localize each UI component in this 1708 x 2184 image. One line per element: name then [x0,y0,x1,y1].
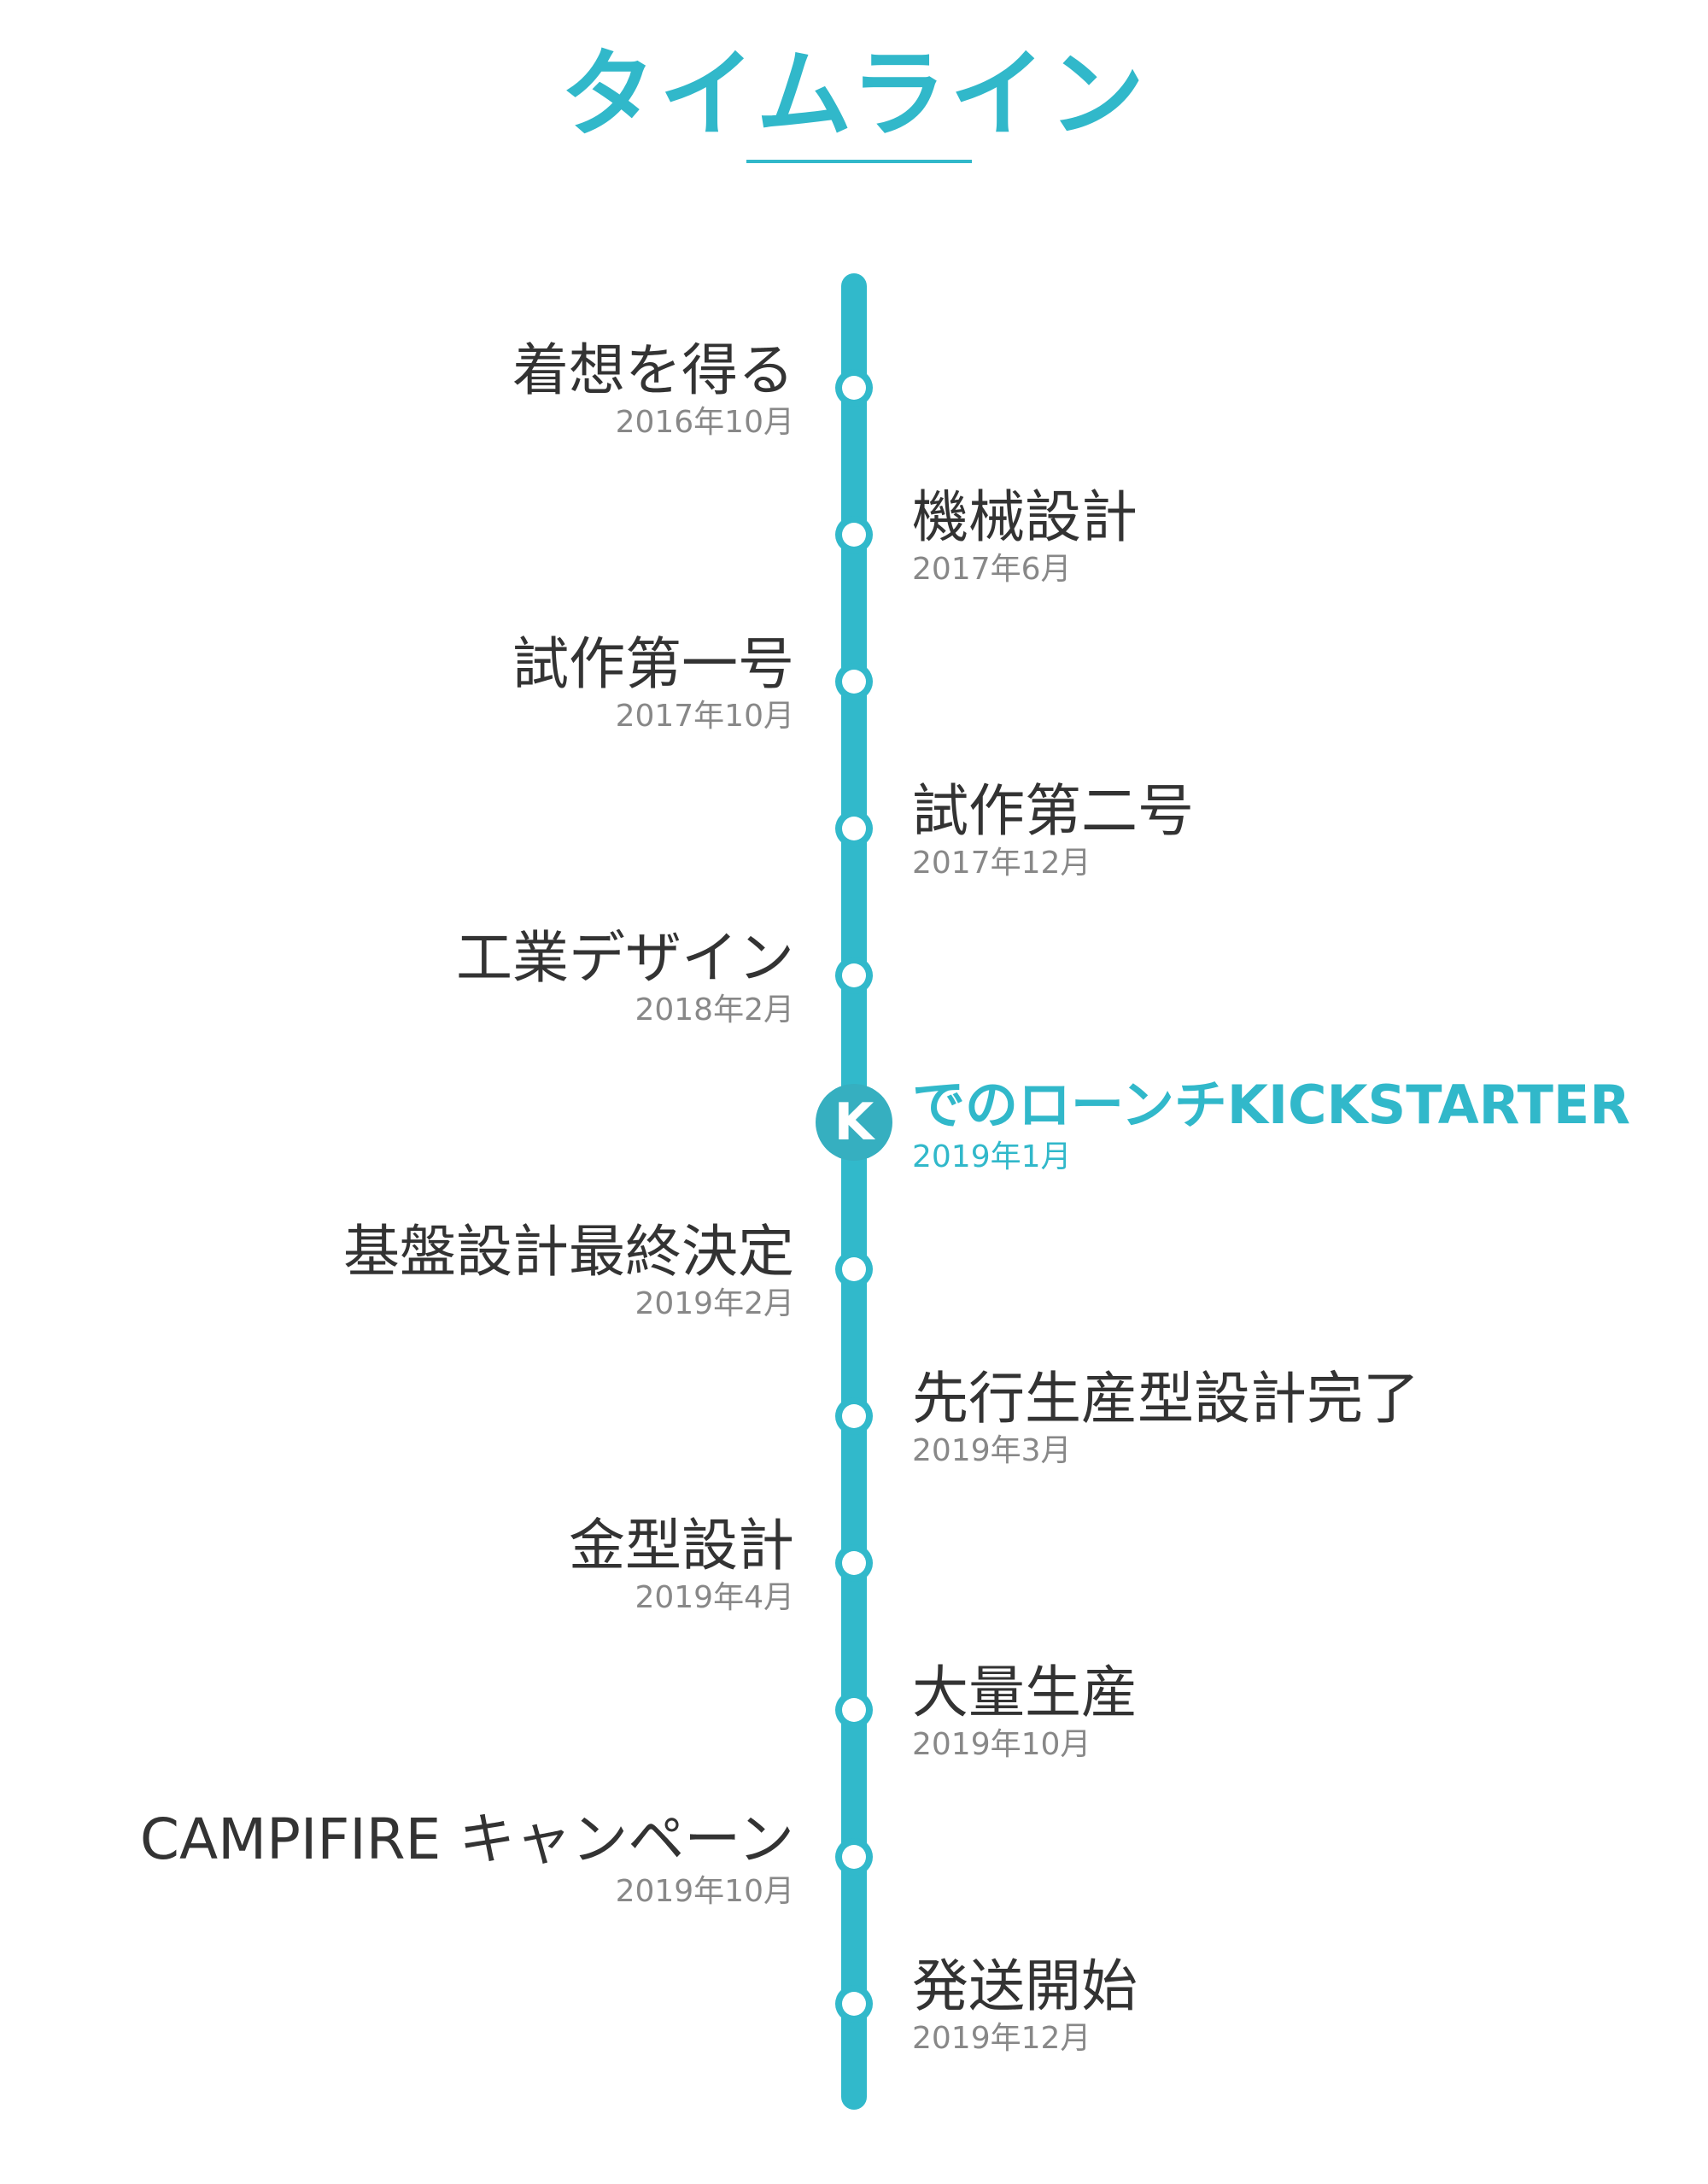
timeline-node [835,1691,873,1729]
node-dot [842,1551,866,1575]
event-date: 2017年12月 [912,846,1091,881]
event-label: 先行生産型設計完了 [912,1366,1419,1432]
event-date: 2017年6月 [912,552,1072,587]
timeline-node [835,957,873,994]
event-label: 試作第二号 [912,778,1194,844]
event-label: でのローンチKICKSTARTER [912,1074,1631,1136]
timeline-node [835,1838,873,1876]
timeline-axis [841,273,867,2110]
node-dot [842,376,866,400]
timeline-node [835,1397,873,1435]
timeline-node [835,369,873,407]
timeline-node [835,663,873,700]
event-date: 2019年12月 [912,2021,1091,2056]
event-date: 2018年2月 [635,992,794,1028]
timeline-node [835,1985,873,2023]
event-date: 2019年4月 [635,1580,794,1615]
kickstarter-node: K [816,1084,892,1161]
event-date: 2019年1月 [912,1139,1072,1174]
event-label: 機械設計 [912,484,1138,550]
timeline-node [835,1250,873,1288]
event-label: 基盤設計最終決定 [343,1219,794,1285]
node-dot [842,1404,866,1428]
event-label: 着想を得る [512,337,794,403]
event-date: 2019年10月 [912,1727,1091,1762]
event-date: 2016年10月 [615,405,794,440]
event-label: CAMPIFIRE キャンペーン [139,1806,794,1872]
event-date: 2019年3月 [912,1433,1072,1468]
node-dot [842,963,866,987]
title-underline [746,160,972,163]
kickstarter-icon: K [834,1092,874,1152]
page-title: タイムライン [559,39,1149,150]
event-date: 2019年10月 [615,1874,794,1909]
event-label: 試作第一号 [512,631,794,697]
node-dot [842,670,866,694]
timeline-node [835,1544,873,1582]
event-date: 2017年10月 [615,699,794,734]
event-label: 工業デザイン [456,925,794,991]
node-dot [842,1845,866,1869]
node-dot [842,1992,866,2016]
timeline-node [835,516,873,553]
event-label: 金型設計 [569,1513,794,1578]
event-label: 大量生産 [912,1660,1138,1725]
node-dot [842,817,866,840]
event-label: 発送開始 [912,1953,1138,2019]
node-dot [842,1257,866,1281]
node-dot [842,523,866,547]
timeline-node [835,810,873,847]
node-dot [842,1698,866,1722]
event-date: 2019年2月 [635,1286,794,1321]
